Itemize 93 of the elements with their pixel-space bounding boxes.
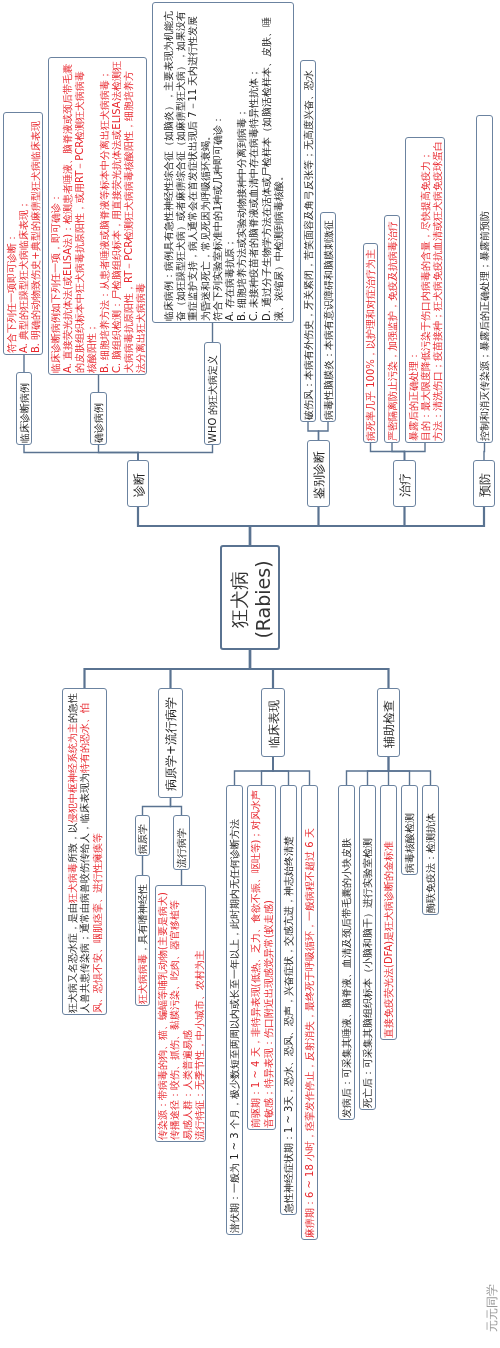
subtopic-text: B. 明确的动物致伤史+典型的麻痹型狂犬病临床表现 bbox=[30, 120, 42, 353]
subtopic-text: 发病后：可采集其唾液、脑脊液、血清及颈后带毛囊的小块皮肤 bbox=[341, 837, 354, 1118]
subtopic-text: D. 通过分子生物学方法在活体或尸检样本（如脑活检样本、皮肤、唾液、浓缩尿）中检测到病毒核酸。 bbox=[260, 15, 285, 321]
subtopic-text: 病毒核酸检测 bbox=[404, 812, 417, 873]
connector-line bbox=[211, 322, 214, 343]
subtopic-box bbox=[301, 785, 318, 1240]
connector-line bbox=[272, 756, 311, 786]
subtopic-text: 流行病学 bbox=[176, 827, 189, 868]
subtopic-text: 易感人群：人类普遍易感 bbox=[181, 1029, 194, 1140]
branch-topic-box bbox=[377, 688, 400, 757]
subtopic-text: 暴露后的正确处理： bbox=[407, 350, 420, 441]
subtopic-box bbox=[380, 785, 397, 1040]
connector-line bbox=[248, 507, 486, 545]
branch-topic-text: 预防 bbox=[477, 472, 493, 497]
subtopic-text: 流行特征：无季节性，中小城市、农村为主 bbox=[193, 949, 205, 1140]
subtopic-box bbox=[16, 372, 32, 445]
subtopic-box bbox=[155, 885, 206, 1142]
branch-topic-text: 病原学+流行病学 bbox=[164, 696, 179, 792]
branch-topic-text: 辅助检查 bbox=[382, 699, 397, 748]
subtopic-text: WHO 的狂犬病定义 bbox=[207, 353, 220, 443]
author-signature: 元元同学 bbox=[484, 1284, 500, 1332]
connector-line bbox=[387, 756, 432, 786]
connector-line bbox=[317, 421, 329, 441]
connector-line bbox=[23, 354, 25, 373]
branch-topic-text: 治疗 bbox=[398, 472, 413, 497]
subtopic-text: 临床诊断病例 bbox=[18, 382, 31, 443]
branch-topic-box bbox=[393, 460, 416, 507]
subtopic-box bbox=[338, 785, 355, 1120]
subtopic-box bbox=[405, 137, 445, 443]
subtopic-text: 死亡后：可采集其脑组织标本（小脑和脑干）进行实验室检测 bbox=[362, 837, 375, 1108]
connector-line bbox=[483, 442, 486, 461]
connector-line bbox=[141, 855, 144, 876]
branch-topic-box bbox=[307, 440, 330, 507]
subtopic-box bbox=[384, 215, 400, 443]
subtopic-text: 破伤风：本病有外伤史，牙关紧闭，苦笑面容及角弓反张等；无高度兴奋、恐水 bbox=[302, 69, 315, 420]
connector-line bbox=[169, 797, 183, 816]
subtopic-text: 方法：清洗伤口；疫苗接种；狂犬病免疫抗血清或狂犬病免疫球蛋白 bbox=[432, 141, 444, 441]
subtopic-text: 符合下列实验室标准中的1种或几种即可确诊： bbox=[211, 113, 224, 321]
branch-topic-text: 临床表现 bbox=[266, 699, 282, 748]
subtopic-box bbox=[363, 243, 378, 443]
subtopic-text: A. 存在病毒抗原； bbox=[224, 236, 236, 321]
subtopic-text: 麻痹期：6 ~ 18 小时，痉挛发作停止，反射消失，最终死于呼吸循环，一般病程不超过 6 天 bbox=[304, 827, 317, 1238]
subtopic-text: 目的：最大限度降低污染于伤口内病毒的含量，尽快提高免疫力； bbox=[419, 150, 432, 441]
subtopic-text: 前驱期：1 ~ 4 天，非特异表现(低热、乏力、食欲不振、呕吐等)；对风水声音敏感；特异表现：伤口附近出现感觉异常(蚁走感) bbox=[250, 789, 275, 1128]
subtopic-text: 确诊病例 bbox=[93, 402, 106, 443]
subtopic-text: 直接免疫荧光法(DFA)是狂犬病诊断的金标准 bbox=[383, 839, 396, 1038]
subtopic-text: 狂犬病病毒，具有嗜神经性 bbox=[137, 883, 149, 1004]
subtopic-text: 病死率几乎 100%，以护理和对症治疗为主 bbox=[365, 248, 377, 441]
central-topic-box bbox=[220, 545, 280, 650]
subtopic-text: A. 典型的狂躁型狂犬病临床表现； bbox=[17, 198, 30, 353]
subtopic-box bbox=[173, 815, 190, 870]
subtopic-text: 临床病例：病例具有急性神经性综合征（如脑炎），主要表现为机能亢奋（如狂躁型狂犬病）或者麻痹综合征（如麻痹型狂犬病），如果没有重症监护支持，病人通常会在首发症状出现后 7－11 天内进行性发展为昏迷和死亡，常见死因为呼吸循环衰竭。 bbox=[163, 10, 212, 321]
subtopic-text: 传播途径：咬伤、抓伤、黏膜污染、吃肉、器官移植等 bbox=[169, 899, 182, 1140]
subtopic-text: 控制和消灭传染源；暴露后的正确处理；暴露前预防 bbox=[479, 210, 492, 441]
subtopic-text: A. 直接荧光抗体法(或ELISA法)：检测患者唾液、脑脊液或颈后带毛囊的皮肤组织标本中狂犬病毒抗原阳性，或用RT－PCR检测狂犬病病毒核酸阳性； bbox=[61, 62, 99, 373]
subtopic-text: 潜伏期：一般为 1 ~ 3 个月，极少数短至两周以内或长至一年以上，此时期内无任何诊断方法 bbox=[229, 818, 242, 1233]
subtopic-box bbox=[422, 785, 439, 915]
subtopic-text: C. 脑组织检测：尸检脑组织标本，用直接荧光抗体法或ELISA法检测狂犬病病毒抗原阳性，RT－PCR检测狂犬病病毒核酸阳性，细胞培养方法分离出狂犬病病毒 bbox=[110, 61, 146, 373]
subtopic-box bbox=[359, 785, 376, 1110]
branch-topic-box bbox=[261, 688, 285, 757]
subtopic-box bbox=[152, 2, 294, 323]
subtopic-text: 病毒性脑膜炎：本病有意识障碍和脑膜刺激征 bbox=[322, 219, 335, 420]
subtopic-text: B. 细胞培养方法或实验动物接种中分离到病毒； bbox=[236, 106, 248, 321]
branch-topic-text: 鉴别诊断 bbox=[312, 450, 327, 499]
subtopic-box bbox=[300, 60, 316, 422]
branch-topic-text: 诊断 bbox=[131, 472, 147, 497]
branch-topic-box bbox=[473, 460, 495, 507]
central-topic-text: 狂犬病 (Rabies) bbox=[228, 559, 275, 641]
subtopic-text: C. 未接种疫苗者的脑脊液或血清中存在病毒特异性抗体； bbox=[248, 66, 261, 321]
branch-topic-box bbox=[127, 460, 149, 507]
subtopic-box bbox=[48, 57, 147, 375]
subtopic-box bbox=[135, 815, 150, 856]
subtopic-text: 临床诊断病例如下列任一项，即可确诊： bbox=[49, 192, 62, 373]
subtopic-text: 符合下列任一项即可诊断： bbox=[5, 232, 18, 353]
subtopic-text: 酶联免疫法：检测抗体 bbox=[425, 812, 438, 913]
subtopic-box bbox=[320, 212, 336, 422]
connector-line bbox=[137, 444, 214, 461]
subtopic-box bbox=[204, 342, 221, 445]
connector-line bbox=[248, 650, 390, 688]
subtopic-box bbox=[401, 785, 418, 875]
subtopic-box bbox=[135, 875, 150, 1006]
subtopic-box bbox=[476, 115, 493, 443]
subtopic-text: B. 细胞培养方法：从患者唾液或脑脊液等标本中分离出狂犬病病毒； bbox=[98, 68, 111, 373]
connector-line bbox=[403, 442, 426, 461]
branch-topic-box bbox=[158, 688, 183, 798]
subtopic-box bbox=[226, 785, 243, 1235]
subtopic-box bbox=[90, 392, 107, 445]
subtopic-text: 病原学 bbox=[137, 823, 149, 854]
subtopic-box bbox=[3, 112, 43, 355]
subtopic-box bbox=[280, 785, 297, 1215]
subtopic-text: 传染源：带病毒的狗、猫、蝙蝠等哺乳动物(主要是病犬) bbox=[157, 891, 169, 1140]
subtopic-text: 急性神经症状期：1 ~ 3天，恐水、恐风、恐声，兴奋症状，交感亢进，神志始终清楚 bbox=[283, 834, 296, 1213]
subtopic-text: 严密隔离防止污染，加强监护，免疫及抗病毒治疗 bbox=[386, 220, 399, 441]
